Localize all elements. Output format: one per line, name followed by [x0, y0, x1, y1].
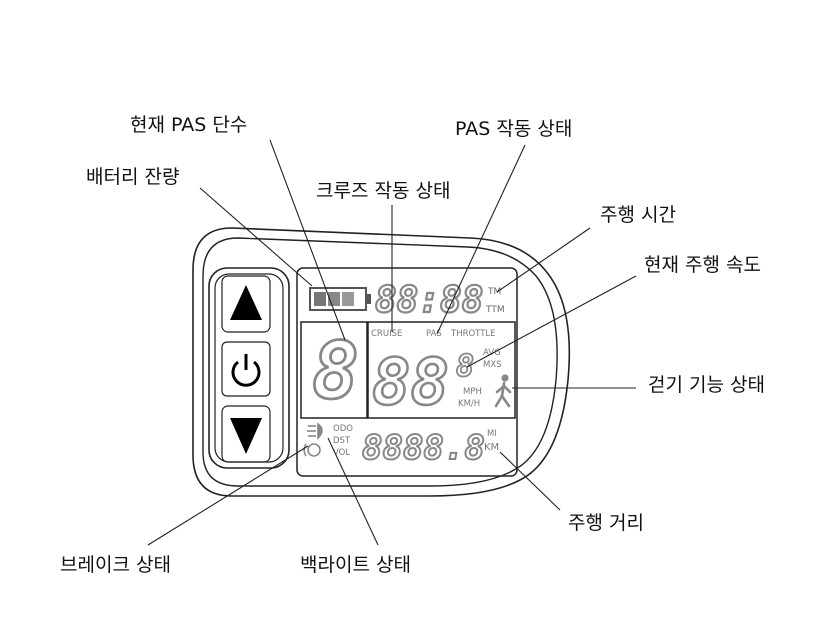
label-ride-time: 주행 시간	[600, 204, 676, 226]
leader-brake-status	[147, 445, 309, 546]
label-current-speed: 현재 주행 속도	[644, 254, 761, 276]
leader-lines	[147, 139, 637, 546]
time-unit-ttm: TTM	[485, 305, 505, 315]
power-button[interactable]	[221, 341, 271, 397]
label-walk-status: 걷기 기능 상태	[648, 374, 765, 396]
distance-readout: 8888.8	[362, 428, 485, 468]
down-button[interactable]	[221, 405, 271, 463]
trip-mode-odo: ODO	[333, 424, 353, 434]
pas-level-digit: 8	[312, 327, 359, 417]
up-arrow-icon	[230, 285, 262, 320]
speed-stat-mxs: MXS	[483, 360, 502, 370]
label-pas-status: PAS 작동 상태	[455, 118, 573, 140]
leader-current-speed	[466, 275, 637, 368]
leader-battery-level	[199, 187, 313, 287]
speed-box	[367, 321, 516, 419]
down-arrow-icon	[230, 418, 262, 454]
time-unit-tm: TM	[487, 287, 501, 297]
time-readout: 88:88	[375, 280, 483, 321]
walk-icon	[494, 374, 512, 408]
label-cruise-status: 크루즈 작동 상태	[316, 180, 451, 202]
label-brake-status: 브레이크 상태	[60, 554, 171, 576]
distance-unit-mi: MI	[487, 429, 497, 439]
distance-unit-km: KM	[484, 442, 499, 453]
speed-readout: 88	[372, 346, 449, 420]
mode-label-pas: PAS	[426, 329, 442, 339]
label-ride-distance: 주행 거리	[568, 512, 644, 534]
label-battery-level: 배터리 잔량	[86, 166, 180, 188]
leader-ride-time	[496, 227, 591, 293]
leader-backlight-status	[327, 437, 379, 546]
leader-ride-distance	[499, 451, 561, 511]
button-panel	[208, 267, 290, 469]
leader-pas-status	[436, 144, 526, 335]
mode-label-cruise: CRUISE	[371, 329, 402, 339]
battery-icon	[309, 287, 371, 311]
up-button[interactable]	[221, 275, 271, 333]
lcd-screen	[296, 267, 518, 477]
mode-label-throttle: THROTTLE	[450, 329, 496, 339]
trip-mode-dst: DST	[333, 436, 351, 446]
speed-decimal: 8	[456, 349, 474, 384]
label-backlight-status: 백라이트 상태	[300, 554, 411, 576]
speed-unit-kmh: KM/H	[458, 399, 480, 409]
pas-level-box	[300, 321, 368, 419]
backlight-icon	[307, 422, 323, 440]
power-icon	[231, 354, 261, 387]
trip-mode-vol: VOL	[333, 448, 350, 458]
leader-current-pas-level	[269, 139, 346, 341]
brake-icon	[303, 443, 321, 457]
speed-unit-mph: MPH	[463, 387, 482, 397]
label-current-pas-level: 현재 PAS 단수	[130, 114, 248, 136]
device-outer-casing	[192, 227, 571, 497]
